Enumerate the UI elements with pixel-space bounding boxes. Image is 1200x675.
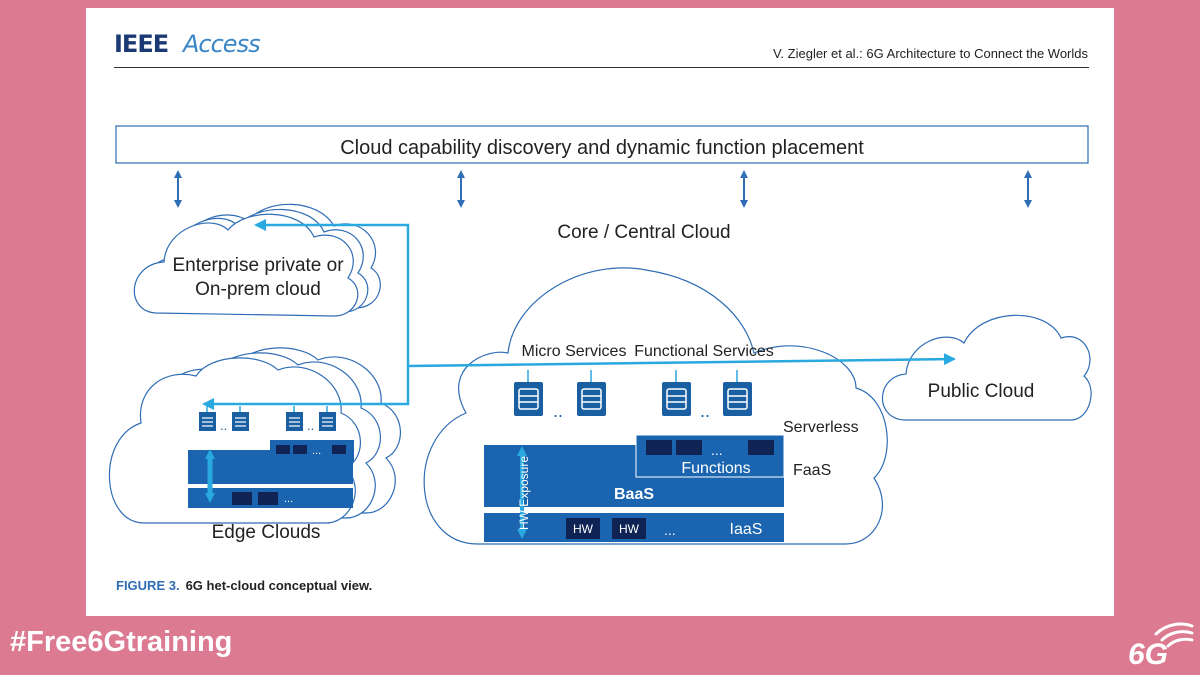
function-box-3 <box>748 440 774 455</box>
functions-label: Functions <box>681 460 750 477</box>
core-cloud-label: Core / Central Cloud <box>557 222 730 243</box>
top-bar-label: Cloud capability discovery and dynamic f… <box>340 137 864 159</box>
baas-label: BaaS <box>614 486 654 503</box>
core-server-4 <box>723 382 752 416</box>
edge-hw-1 <box>276 445 290 454</box>
connector-to-public <box>407 353 956 368</box>
figure-caption-text: 6G het-cloud conceptual view. <box>185 578 373 593</box>
hw-label-1: HW <box>573 522 594 536</box>
edge-server-stripes <box>202 417 333 427</box>
hw-label-2: HW <box>619 522 640 536</box>
edge-hw-dots-top: ... <box>312 445 321 457</box>
functional-services-label: Functional Services <box>634 343 774 360</box>
hw-exposure-label: HW Exposure <box>517 456 531 530</box>
public-cloud <box>881 314 1092 421</box>
edge-hw-2 <box>293 445 307 454</box>
journal-logo-bold: IEEE <box>114 30 169 58</box>
core-server-3 <box>662 382 691 416</box>
figure-caption: FIGURE 3. 6G het-cloud conceptual view. <box>116 578 372 593</box>
journal-logo-light: Access <box>183 30 261 58</box>
hw-dots: ... <box>664 522 676 538</box>
hashtag-label: #Free6Gtraining <box>10 626 233 658</box>
core-server-dots-2: .. <box>700 401 710 421</box>
core-server-dots-1: .. <box>553 401 563 421</box>
edge-hw-dots-bottom: ... <box>284 493 293 505</box>
top-bar-box <box>115 125 1089 164</box>
faas-label: FaaS <box>793 462 831 479</box>
serverless-label: Serverless <box>783 419 859 436</box>
core-server-1 <box>514 382 543 416</box>
figure-number: FIGURE 3. <box>116 578 180 593</box>
core-server-2 <box>577 382 606 416</box>
core-functions-outline <box>635 434 785 478</box>
edge-hw-5 <box>258 492 278 505</box>
connector-to-enterprise <box>254 219 410 366</box>
signal-waves-icon <box>1154 622 1194 648</box>
sixg-logo: 6G <box>1128 622 1194 668</box>
hw-box-1 <box>566 518 600 539</box>
edge-clouds-label: Edge Clouds <box>212 522 321 543</box>
public-cloud-label: Public Cloud <box>928 381 1035 402</box>
running-header: V. Ziegler et al.: 6G Architecture to Co… <box>772 46 1088 61</box>
enterprise-cloud <box>133 203 381 317</box>
edge-server-dots-2: .. <box>307 418 314 433</box>
micro-services-label: Micro Services <box>522 343 627 360</box>
function-dots: ... <box>711 442 723 458</box>
edge-hw-4 <box>232 492 252 505</box>
hw-box-2 <box>612 518 646 539</box>
function-box-1 <box>646 440 672 455</box>
connector-to-edge <box>202 366 410 410</box>
sixg-logo-text: 6G <box>1128 638 1168 668</box>
enterprise-label-1: Enterprise private or <box>172 255 344 276</box>
paper-page: IEEE Access V. Ziegler et al.: 6G Archit… <box>86 8 1114 616</box>
function-box-2 <box>676 440 702 455</box>
edge-server-dots-1: .. <box>220 418 227 433</box>
core-server-stems <box>527 370 738 382</box>
het-cloud-diagram: Cloud capability discovery and dynamic f… <box>108 125 1092 545</box>
iaas-label: IaaS <box>730 521 763 538</box>
enterprise-label-2: On-prem cloud <box>195 279 321 300</box>
core-server-frames <box>518 388 748 410</box>
edge-hw-3 <box>332 445 346 454</box>
header-rule <box>114 67 1089 68</box>
